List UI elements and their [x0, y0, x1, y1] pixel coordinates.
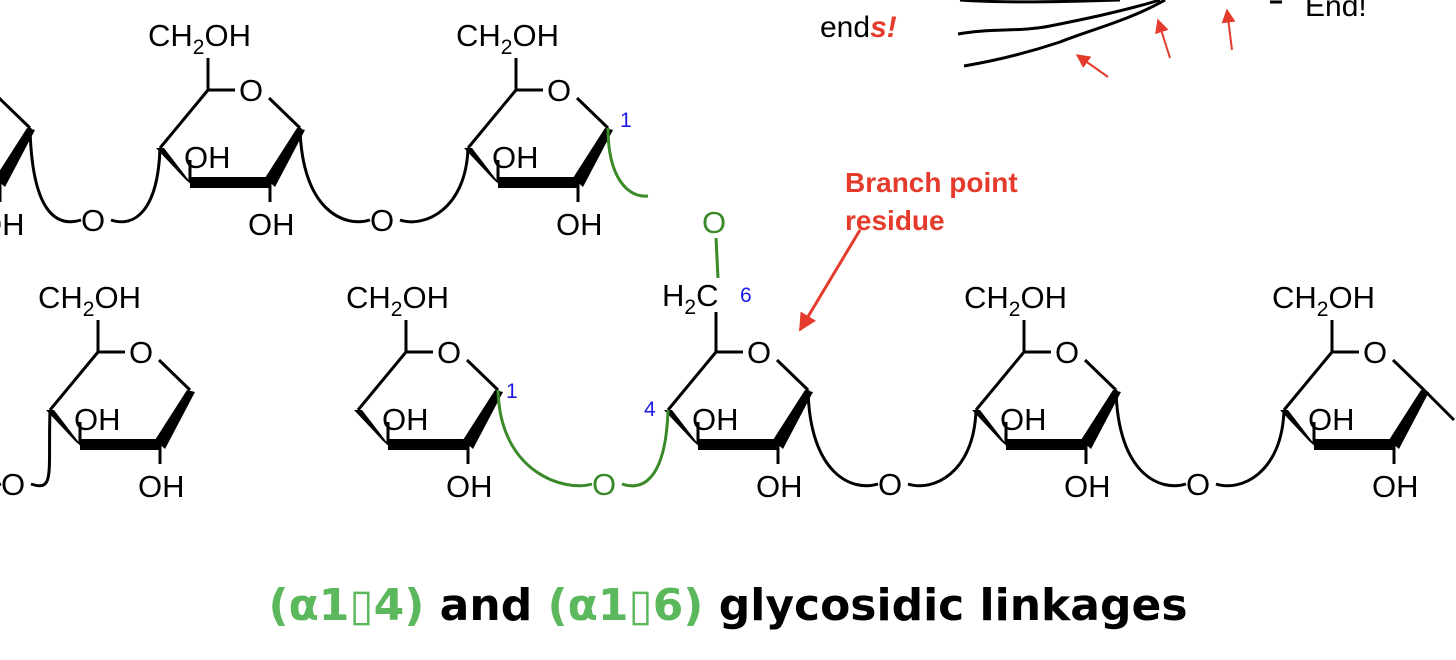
- glucose-residue: O CH2OH OH OH: [1272, 280, 1429, 504]
- glycosidic-oxygen-label: O: [1186, 467, 1210, 502]
- ring-oxygen-label: O: [239, 73, 263, 108]
- c2-hydroxyl-label: OH: [1064, 469, 1111, 504]
- glycosidic-oxygen-label: O: [370, 203, 394, 238]
- branch-point-label: Branch point: [845, 167, 1018, 198]
- carbon-4-number: 4: [644, 398, 656, 421]
- glucose-residue: O CH2OH OH OH: [964, 280, 1121, 504]
- ends-label: ends!: [820, 11, 897, 44]
- carbon-6-number: 6: [740, 284, 752, 307]
- c2-hydroxyl-label: OH: [0, 207, 25, 242]
- ring-oxygen-label: O: [437, 335, 461, 370]
- ch2oh-label: CH2OH: [148, 18, 251, 59]
- end-label: End!: [1305, 0, 1367, 23]
- alpha-1-6-oxygen-label: O: [702, 205, 726, 240]
- c3-hydroxyl-label: OH: [692, 402, 739, 437]
- ch2oh-label: CH2OH: [346, 280, 449, 321]
- ring-oxygen-label: O: [547, 73, 571, 108]
- c3-hydroxyl-label: OH: [492, 140, 539, 175]
- c3-hydroxyl-label: OH: [74, 402, 121, 437]
- alpha-1-6-linkage: (α1▯6): [547, 580, 704, 631]
- ch2oh-label: CH2OH: [1272, 280, 1375, 321]
- ring-oxygen-label: O: [747, 335, 771, 370]
- caption-rest: glycosidic linkages: [703, 580, 1188, 631]
- glucose-rings: OCH2OHOHOHOCH2OHOHOHOCH2OHOHOHOCH2OHOHOH…: [0, 18, 1456, 504]
- c2-hydroxyl-label: OH: [756, 469, 803, 504]
- carbon-1-number: 1: [620, 109, 632, 132]
- glucose-residue: O CH2OH OH OH: [38, 280, 195, 504]
- glycosidic-bond: O: [806, 389, 978, 502]
- glycosidic-bond: O: [298, 127, 470, 238]
- c2-hydroxyl-label: OH: [138, 469, 185, 504]
- glucose-residue: O CH2OH OH OH: [148, 18, 305, 242]
- c3-hydroxyl-label: OH: [1000, 402, 1047, 437]
- ch2oh-label: CH2OH: [456, 18, 559, 59]
- caption: (α1▯4) and (α1▯6) glycosidic linkages: [0, 580, 1456, 631]
- glucose-residue: O CH2OH OH OH: [456, 18, 613, 242]
- glycosidic-bond: O: [28, 127, 162, 238]
- glycosidic-oxygen-label: O: [1, 467, 25, 502]
- c2-hydroxyl-label: OH: [248, 207, 295, 242]
- c3-hydroxyl-label: OH: [184, 140, 231, 175]
- glycosidic-oxygen-label: O: [878, 467, 902, 502]
- caption-and: and: [424, 580, 548, 631]
- c3-hydroxyl-label: OH: [1308, 402, 1355, 437]
- c3-hydroxyl-label: OH: [382, 402, 429, 437]
- end-arrow-2: [1155, 18, 1171, 59]
- glucose-residue: O CH2OH OH OH: [346, 280, 503, 504]
- carbon-1-number: 1: [506, 380, 518, 403]
- ring-oxygen-label: O: [1055, 335, 1079, 370]
- ch2oh-label: CH2OH: [964, 280, 1067, 321]
- h2c-label: H2C: [662, 278, 718, 319]
- alpha-1-4-linkage: (α1▯4): [268, 580, 425, 631]
- glycosidic-bond: O: [1114, 389, 1286, 502]
- c2-hydroxyl-label: OH: [1372, 469, 1419, 504]
- c2-hydroxyl-label: OH: [446, 469, 493, 504]
- glycosidic-oxygen-label: O: [81, 203, 105, 238]
- ch2oh-label: CH2OH: [38, 280, 141, 321]
- end-arrow-1: [1075, 54, 1109, 78]
- ring-oxygen-label: O: [129, 335, 153, 370]
- c2-hydroxyl-label: OH: [556, 207, 603, 242]
- branch-point-arrow: [798, 229, 862, 332]
- alpha-1-4-oxygen-label: O: [592, 467, 616, 502]
- branch-ends-sketch: [957, 0, 1282, 68]
- end-arrow-3: [1221, 8, 1236, 51]
- branch-point-label-2: residue: [845, 205, 945, 236]
- glycosidic-bond: O: [0, 409, 52, 502]
- alpha-1-4-bond: O 1 4: [496, 380, 670, 502]
- ring-oxygen-label: O: [1363, 335, 1387, 370]
